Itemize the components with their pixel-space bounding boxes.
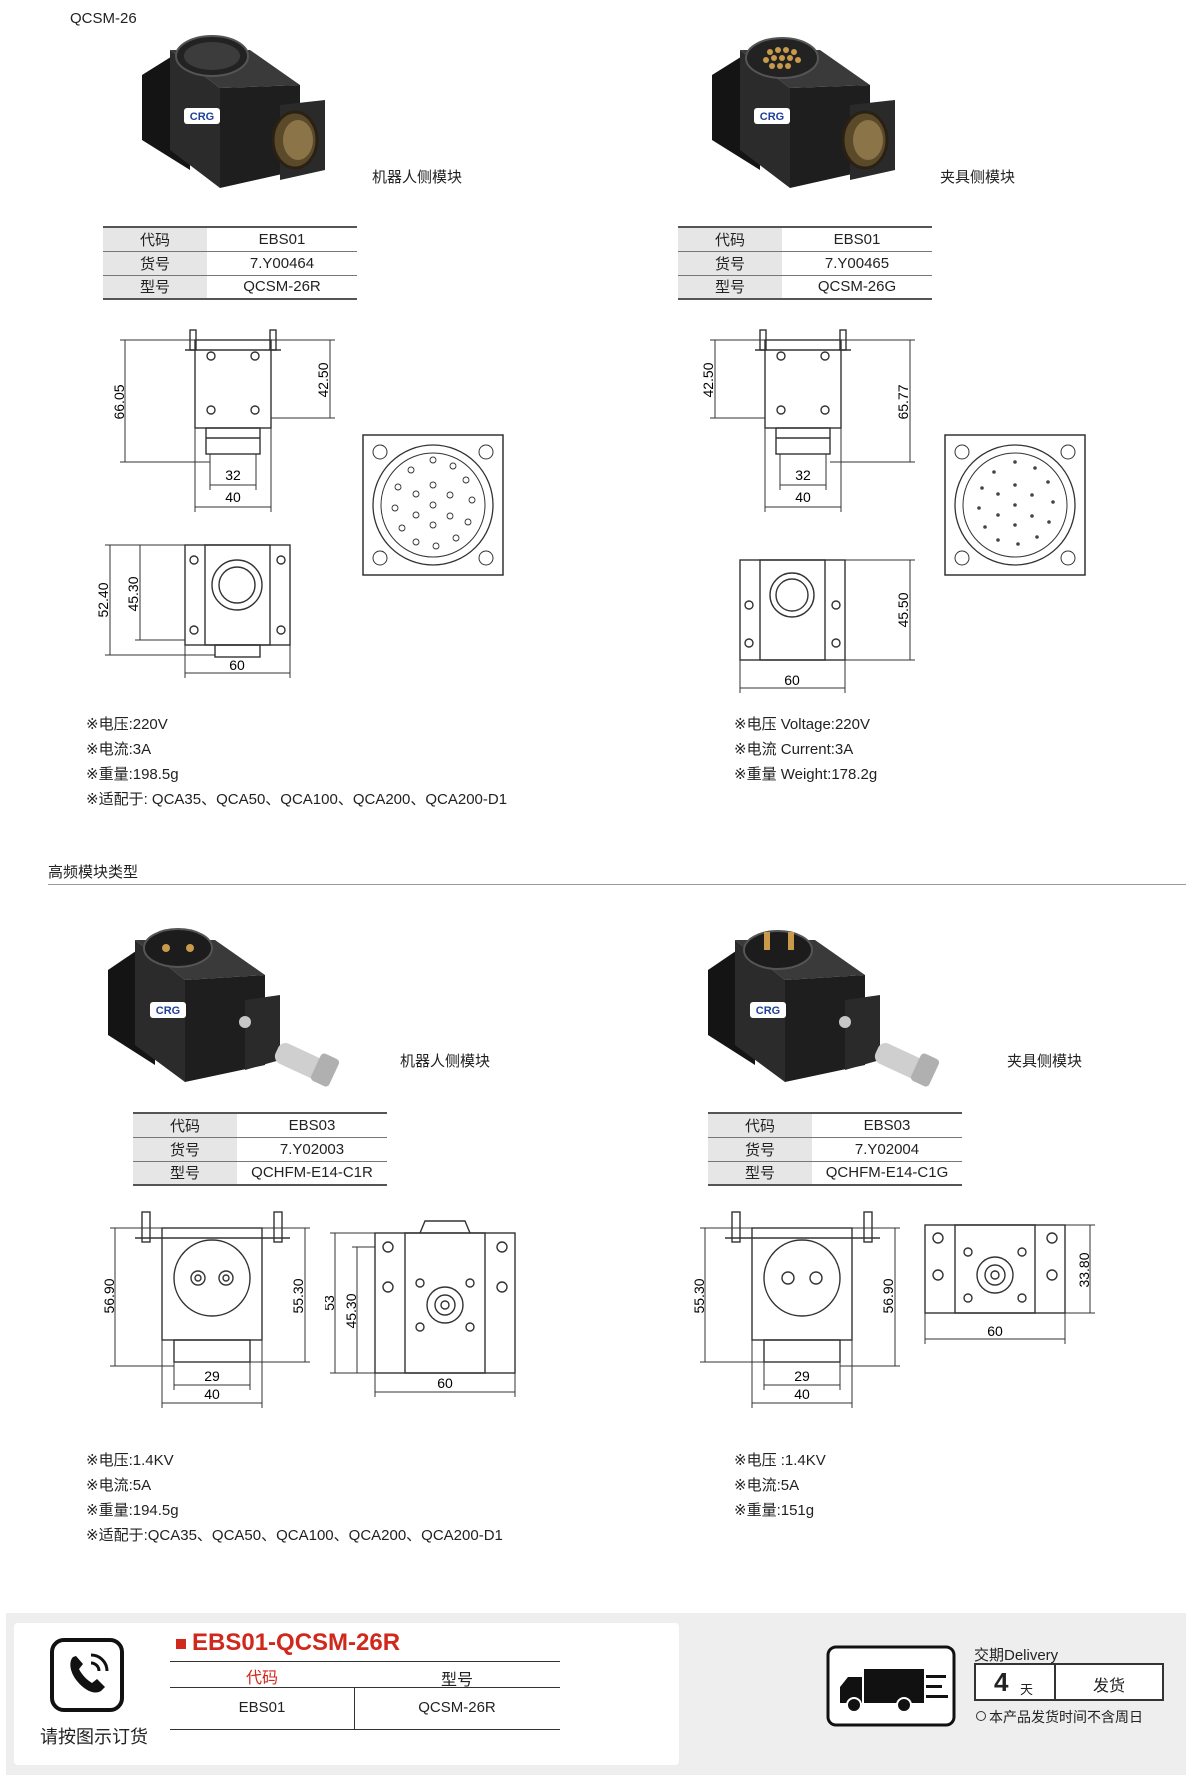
order-title: EBS01-QCSM-26R [192, 1629, 401, 1656]
side-label-1: 机器人侧模块 [372, 169, 463, 186]
specs-qcsm-26r: ※电压:220V ※电流:3A ※重量:198.5g ※适配于: QCA35、Q… [86, 716, 508, 808]
delivery-note: 本产品发货时间不含周日 [989, 1709, 1143, 1725]
specs-qcsm-26g: ※电压 Voltage:220V ※电流 Current:3A ※重量 Weig… [734, 716, 878, 783]
delivery-title: 交期Delivery [974, 1647, 1059, 1664]
specs-qchfm-e14-c1g: ※电压 :1.4KV ※电流:5A ※重量:151g [734, 1452, 826, 1519]
svg-text:56.90: 56.90 [101, 1278, 117, 1313]
svg-text:33.80: 33.80 [1076, 1252, 1092, 1287]
order-footer: 请按图示订货 EBS01-QCSM-26R 代码 型号 EBS01 QCSM-2… [6, 1613, 1186, 1775]
specs-qchfm-e14-c1r: ※电压:1.4KV ※电流:5A ※重量:194.5g ※适配于:QCA35、Q… [86, 1452, 503, 1544]
drawing-front-qcsm-26g: 42.50 65.77 32 40 [700, 329, 915, 512]
product-photo-qcsm-26r: CRG [142, 35, 325, 188]
order-value-model: QCSM-26R [418, 1699, 496, 1716]
drawing-side-qchfm-e14-c1g: 33.80 60 [924, 1224, 1095, 1344]
delivery-action: 发货 [1092, 1678, 1125, 1695]
svg-text:60: 60 [229, 657, 245, 673]
svg-text:42.50: 42.50 [700, 362, 716, 397]
svg-text:40: 40 [795, 489, 811, 505]
delivery-box: 4 天 发货 [974, 1663, 1164, 1701]
drawing-front-qchfm-e14-c1g: 55.30 56.90 29 40 [691, 1211, 900, 1408]
svg-text:45.50: 45.50 [895, 592, 911, 627]
brand-logo: CRG [184, 108, 220, 124]
svg-text:40: 40 [225, 489, 241, 505]
svg-text:55.30: 55.30 [290, 1278, 306, 1313]
drawing-connector-face-qcsm-26r [362, 434, 504, 576]
title-marker [176, 1639, 186, 1649]
product-photo-qcsm-26g: CRG [712, 37, 895, 188]
order-value-code: EBS01 [238, 1699, 286, 1716]
svg-text:53: 53 [325, 1295, 337, 1311]
svg-text:CRG: CRG [756, 1005, 780, 1017]
svg-text:CRG: CRG [760, 111, 784, 123]
svg-text:66.05: 66.05 [111, 384, 127, 419]
svg-text:45.30: 45.30 [125, 576, 141, 611]
drawing-front-qchfm-e14-c1r: 56.90 55.30 29 40 [101, 1211, 310, 1408]
brand-logo: CRG [750, 1002, 786, 1018]
svg-text:45.30: 45.30 [343, 1293, 359, 1328]
phone-caption: 请按图示订货 [40, 1727, 148, 1747]
svg-text:42.50: 42.50 [315, 362, 331, 397]
series-label: QCSM-26 [70, 10, 137, 27]
svg-text:52.40: 52.40 [95, 582, 111, 617]
svg-text:60: 60 [437, 1375, 453, 1391]
delivery-card: 交期Delivery 4 天 发货 本产品发货时间不含周日 [706, 1623, 1176, 1765]
phone-icon [50, 1638, 124, 1712]
truck-icon [826, 1645, 956, 1727]
side-label-2: 夹具侧模块 [940, 169, 1016, 186]
svg-text:55.30: 55.30 [691, 1278, 707, 1313]
svg-text:60: 60 [784, 672, 800, 688]
brand-logo: CRG [150, 1002, 186, 1018]
svg-text:32: 32 [225, 467, 241, 483]
product-photo-qchfm-e14-c1g: CRG [708, 930, 940, 1087]
delivery-days: 4 [994, 1667, 1009, 1697]
order-header-code: 代码 [245, 1670, 278, 1687]
drawing-side-qcsm-26g: 45.50 60 [739, 559, 915, 693]
svg-text:29: 29 [794, 1368, 810, 1384]
side-label-4: 夹具侧模块 [1007, 1053, 1083, 1070]
svg-text:29: 29 [204, 1368, 220, 1384]
drawing-connector-face-qcsm-26g [944, 434, 1086, 576]
delivery-unit: 天 [1020, 1682, 1034, 1697]
order-header-model: 型号 [440, 1672, 473, 1689]
svg-text:40: 40 [794, 1386, 810, 1402]
svg-text:CRG: CRG [190, 111, 214, 123]
svg-text:40: 40 [204, 1386, 220, 1402]
svg-text:60: 60 [987, 1323, 1003, 1339]
svg-text:65.77: 65.77 [895, 384, 911, 419]
brand-logo: CRG [754, 108, 790, 124]
svg-text:32: 32 [795, 467, 811, 483]
side-label-3: 机器人侧模块 [400, 1053, 491, 1070]
hf-section-title: 高频模块类型 [48, 864, 139, 881]
note-bullet-icon [976, 1711, 986, 1721]
drawing-side-qcsm-26r: 52.40 45.30 60 [95, 544, 291, 678]
svg-text:56.90: 56.90 [880, 1278, 896, 1313]
drawing-front-qcsm-26r: 66.05 42.50 32 40 [111, 329, 335, 512]
product-photo-qchfm-e14-c1r: CRG [108, 928, 340, 1087]
svg-text:CRG: CRG [156, 1005, 180, 1017]
section-divider [48, 884, 1186, 885]
order-card: 请按图示订货 EBS01-QCSM-26R 代码 型号 EBS01 QCSM-2… [14, 1623, 679, 1765]
drawing-side-qchfm-e14-c1r: 53 45.30 60 [325, 1220, 516, 1397]
